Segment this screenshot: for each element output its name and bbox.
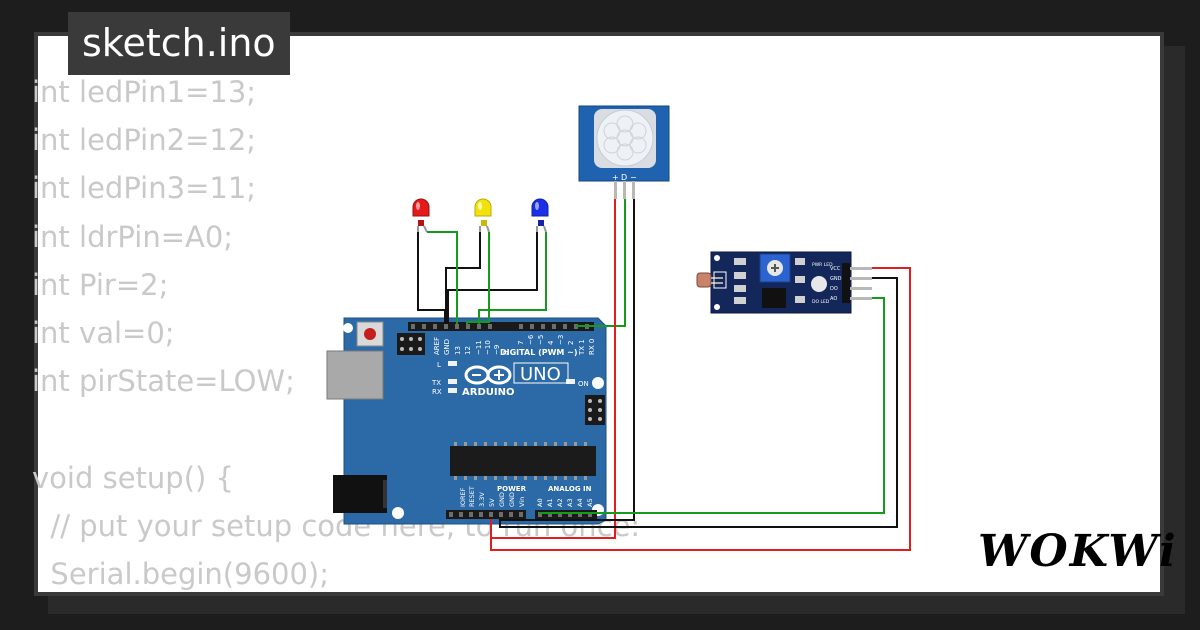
code-line: int pirState=LOW; — [32, 364, 295, 399]
wire-pir-out-2 — [576, 199, 626, 327]
ldr-pin-gnd: GND — [830, 276, 842, 282]
l-led-label: L — [437, 361, 441, 369]
pin-label-reset: RESET — [468, 486, 476, 507]
ldr-module[interactable]: PWR LED DO LED VCC GND DO AO — [696, 251, 872, 314]
ldr-pin-vcc: VCC — [830, 266, 841, 272]
pir-pin-d: D — [621, 173, 627, 182]
wire-blue-led-gnd — [447, 232, 538, 324]
code-line: int ledPin1=13; — [32, 75, 257, 109]
wire-red-led-gnd — [417, 232, 446, 324]
code-line: int Pir=2; — [32, 267, 169, 302]
pin-label-gnd: GND — [443, 339, 451, 355]
board-brand: ARDUINO — [462, 387, 514, 398]
wokwi-logo: WOKWi — [978, 526, 1178, 577]
code-line: void setup() { — [32, 460, 234, 495]
usb-port — [326, 350, 384, 400]
ldr-pin-do: DO — [830, 286, 838, 292]
pin-label-rx0: RX 0 — [588, 339, 596, 355]
code-line: int ldrPin=A0; — [32, 219, 234, 254]
wire-blue-led-11 — [478, 232, 547, 324]
power-label: POWER — [497, 485, 527, 493]
code-line: int ledPin2=12; — [32, 123, 257, 158]
pin-label-gnd1: GND — [498, 492, 506, 507]
wire-ldr-ao — [539, 297, 885, 514]
code-line: Serial.begin(9600); — [32, 556, 330, 591]
power-header — [446, 510, 526, 519]
pin-label-3: ~3 — [557, 335, 565, 345]
code-preview: int ledPin1=13; int ledPin2=12; int ledPin… — [32, 68, 640, 598]
pin-label-5: ~5 — [537, 335, 545, 345]
wire-ldr-vcc — [490, 267, 911, 551]
led-blue[interactable] — [531, 198, 549, 233]
digital-label: DIGITAL (PWM ~) — [500, 348, 578, 357]
pin-label-ioref: IOREF — [459, 487, 467, 507]
pin-label-8: 8 — [502, 351, 510, 355]
pir-pin-plus: + — [612, 173, 619, 182]
pwr-led-label: PWR LED — [812, 262, 833, 268]
pin-label-a5: A5 — [586, 498, 594, 507]
pin-label-a4: A4 — [576, 498, 584, 507]
pin-label-aref: AREF — [433, 337, 441, 355]
wire-pir-gnd — [501, 199, 635, 521]
on-led-label: ON — [578, 380, 589, 388]
pir-sensor[interactable]: + D − — [578, 105, 670, 199]
pin-label-a1: A1 — [546, 498, 554, 507]
pin-label-vin: Vin — [518, 497, 526, 507]
sketch-title[interactable]: sketch.ino — [68, 12, 290, 75]
comparator-chip — [762, 288, 786, 308]
pin-label-9: ~9 — [493, 345, 501, 355]
pin-label-13: 13 — [454, 346, 462, 355]
pin-label-tx1: TX 1 — [578, 339, 586, 356]
pin-label-4: 4 — [547, 340, 555, 345]
atmega-chip — [450, 446, 596, 476]
pin-label-6: ~6 — [527, 334, 535, 345]
pin-label-3v3: 3.3V — [478, 492, 486, 507]
wire-yellow-led-gnd — [445, 232, 481, 324]
pin-label-11: ~11 — [475, 340, 483, 355]
photoresistor — [696, 272, 712, 288]
do-led-label: DO LED — [812, 299, 830, 305]
pin-label-a3: A3 — [566, 498, 574, 507]
arduino-uno-board[interactable]: DIGITAL (PWM ~) AREF GND 13 12 ~11 ~10 ~… — [326, 317, 607, 525]
pin-label-a2: A2 — [556, 498, 564, 507]
pin-label-5v: 5V — [488, 498, 496, 507]
led-red[interactable] — [412, 198, 430, 233]
pin-label-7: 7 — [517, 341, 525, 345]
power-jack — [333, 475, 387, 513]
pin-label-a0: A0 — [536, 498, 544, 507]
wires — [417, 199, 911, 551]
pir-pin-minus: − — [630, 173, 637, 182]
arduino-logo — [464, 365, 512, 385]
wire-red-led-13 — [427, 231, 458, 324]
rx-led-label: RX — [432, 388, 442, 396]
pin-label-10: ~10 — [484, 340, 492, 355]
code-line: int ledPin3=11; — [32, 171, 257, 206]
pin-label-12: 12 — [464, 346, 472, 355]
tx-led-label: TX — [431, 379, 441, 387]
analog-header — [535, 510, 597, 519]
board-model: UNO — [520, 364, 561, 385]
ldr-pin-ao: AO — [830, 296, 837, 302]
wire-ldr-gnd — [499, 277, 898, 528]
led-yellow[interactable] — [474, 198, 492, 233]
code-line: int val=0; — [32, 315, 175, 350]
digital-header — [408, 322, 594, 331]
pin-label-2: 2 — [567, 341, 575, 345]
analog-label: ANALOG IN — [548, 485, 592, 493]
icsp-header — [397, 333, 425, 355]
pin-label-gnd2: GND — [508, 492, 516, 507]
